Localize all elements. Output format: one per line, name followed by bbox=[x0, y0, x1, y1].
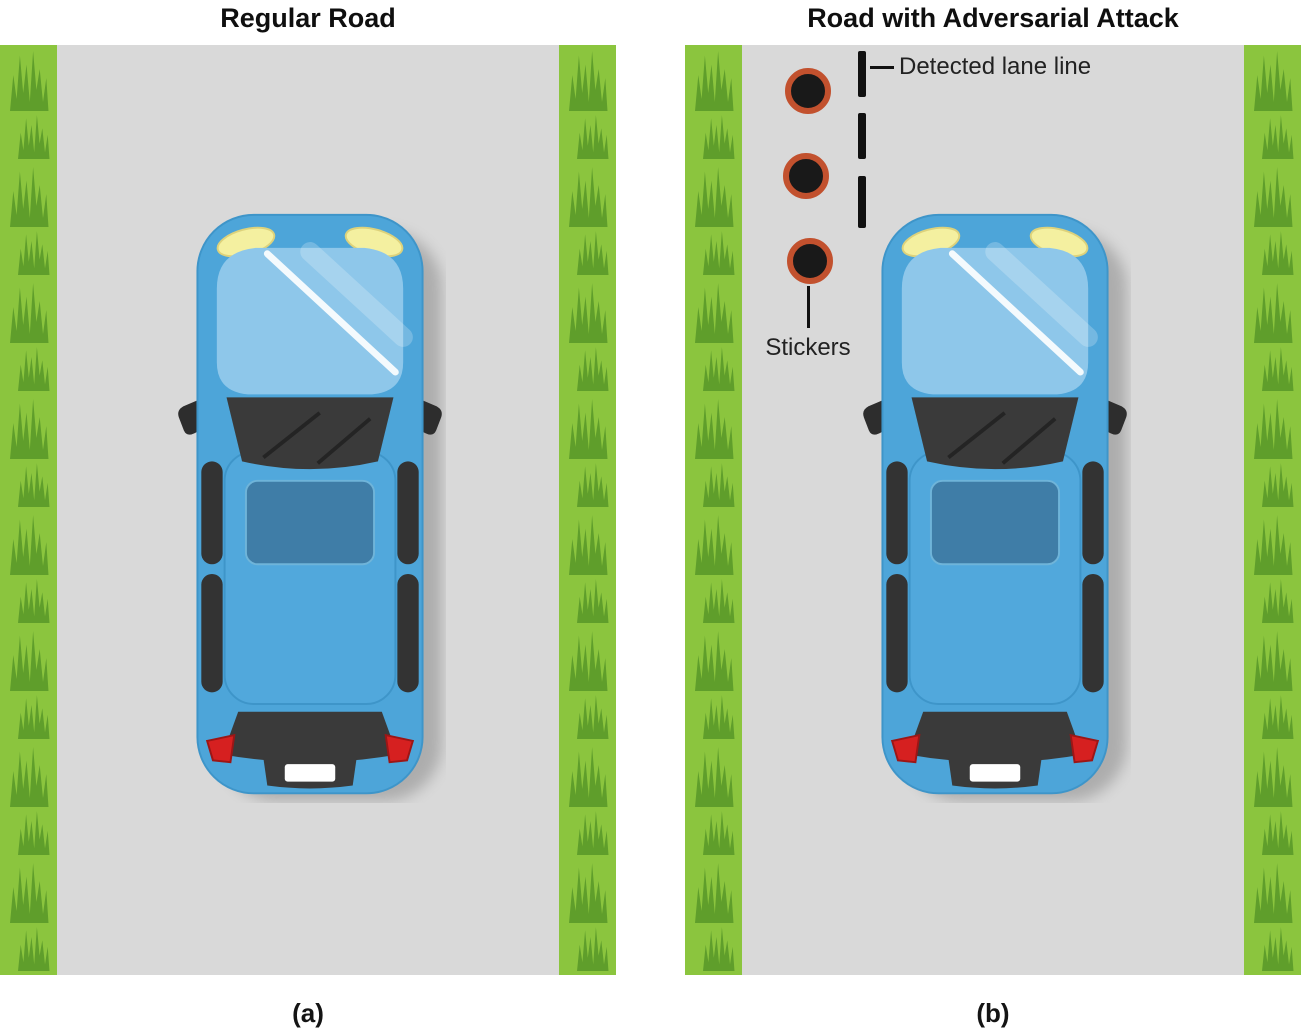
panel-adversarial-road: Road with Adversarial Attack Detected la… bbox=[685, 0, 1301, 1032]
detected-lane-line-label: Detected lane line bbox=[899, 53, 1092, 80]
panel-a-title: Regular Road bbox=[220, 3, 396, 33]
road-regular bbox=[0, 45, 616, 975]
adversarial-sticker bbox=[783, 153, 829, 199]
panel-b-caption: (b) bbox=[976, 998, 1010, 1028]
car-top-view bbox=[859, 211, 1131, 803]
panel-a-caption: (a) bbox=[292, 998, 324, 1028]
detected-lane-line-dash bbox=[858, 51, 866, 97]
grass-strip-right bbox=[559, 45, 616, 975]
car-top-view bbox=[174, 211, 446, 803]
panel-b-title: Road with Adversarial Attack bbox=[807, 3, 1179, 33]
detected-lane-line-dash bbox=[858, 113, 866, 159]
grass-strip-left bbox=[685, 45, 742, 975]
panel-regular-road: Regular Road (a) bbox=[0, 0, 616, 1032]
lane-line-callout-connector bbox=[870, 66, 894, 69]
road-adversarial: Detected lane line Stickers bbox=[685, 45, 1301, 975]
detected-lane-line-dash bbox=[858, 176, 866, 228]
grass-strip-right bbox=[1244, 45, 1301, 975]
adversarial-sticker bbox=[785, 68, 831, 114]
stickers-label: Stickers bbox=[765, 334, 851, 361]
grass-strip-left bbox=[0, 45, 57, 975]
adversarial-sticker bbox=[787, 238, 833, 284]
stickers-callout-connector bbox=[807, 286, 810, 328]
